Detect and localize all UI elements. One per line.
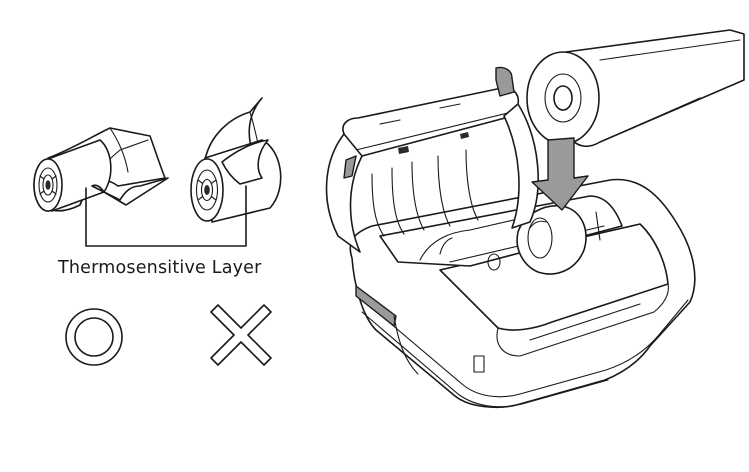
printer-illustration [325,29,745,409]
circle-o-icon [65,308,123,366]
paper-roll-correct-icon [33,127,169,212]
bracket-lines [85,185,247,247]
caption-thermosensitive-layer: Thermosensitive Layer [58,258,262,278]
cross-x-icon [210,304,272,366]
paper-roll-incorrect-icon [190,97,282,223]
